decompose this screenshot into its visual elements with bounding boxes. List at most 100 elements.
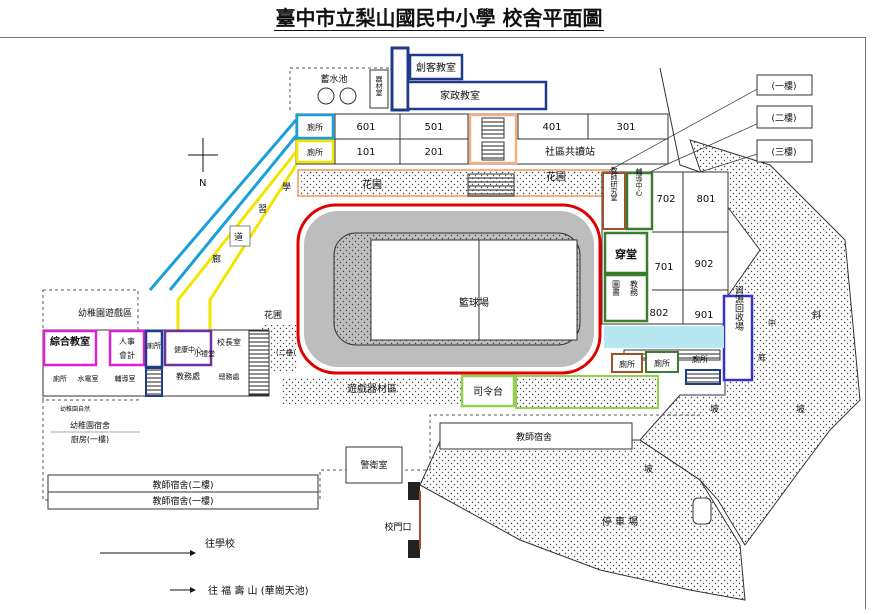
east-toilet-2 <box>645 351 679 373</box>
library-academic <box>603 273 649 323</box>
legend-second-floor-label: (二樓) <box>771 112 796 124</box>
room-401: 401 <box>542 122 561 133</box>
auditorium-label: 穿堂 <box>615 247 637 261</box>
legend-second-floor <box>756 105 813 129</box>
room-201: 201 <box>424 147 443 158</box>
cyan-corridor-inner <box>168 135 298 291</box>
room-802: 802 <box>649 308 668 319</box>
multi-classroom <box>42 329 98 367</box>
academic-affairs-label: 教務 <box>630 279 639 297</box>
health-center-label: 健康中心 <box>174 345 202 354</box>
counseling-room: 輔導室 <box>115 374 136 383</box>
recycle-station <box>722 294 754 382</box>
west-toilet-label: 廁所 <box>147 341 161 350</box>
north-stairs-upper <box>481 117 505 139</box>
guard-room <box>345 446 403 484</box>
trail-char-1: 學 <box>282 181 291 193</box>
frame-top-border <box>0 37 866 38</box>
teacher-dorm-2f-label: 教師宿舍(二樓) <box>152 479 213 491</box>
school-gate-label: 校門口 <box>384 521 411 533</box>
north-corridor-block <box>390 46 410 112</box>
east-stairs <box>685 369 721 385</box>
guidance-center <box>625 171 654 231</box>
library-label: 圖書 <box>612 280 621 297</box>
west-stairs <box>145 367 163 397</box>
frame-right-border <box>865 37 866 609</box>
accounting-label: 會計 <box>119 350 135 360</box>
small-hall-label: 小禮堂 <box>194 349 215 358</box>
slope-huan: 庭 <box>758 352 766 362</box>
parking-label: 停 車 場 <box>602 515 638 528</box>
garden-label-2: 花圃 <box>546 170 566 183</box>
toilet-north-upper <box>295 113 335 140</box>
admin-stairs <box>248 330 270 396</box>
toilet-north-lower <box>295 139 335 164</box>
home-ec-room <box>406 80 548 111</box>
storage-room-label: 器材室 <box>375 76 383 97</box>
guard-room-label: 警衛室 <box>360 459 387 471</box>
garden-stairs <box>467 173 515 197</box>
reservoir-tank-2 <box>339 87 357 105</box>
legend-third-floor <box>756 139 813 163</box>
second-floor-note: (二樓) <box>276 348 296 357</box>
east-toilet-1-label: 廁所 <box>619 359 635 369</box>
room-501: 501 <box>424 122 443 133</box>
pottery-room-label: 創客教室 <box>416 61 456 74</box>
to-fushoushan-label: 往 福 壽 山 (華崗天池) <box>208 584 309 597</box>
personnel-office <box>108 329 146 367</box>
hill-slope-label: 坡 <box>710 403 719 415</box>
yellow-corridor-outer <box>176 151 298 330</box>
garden-label-west: 花圃 <box>264 309 282 321</box>
west-toilet-2: 廁所 <box>53 374 67 383</box>
room-601: 601 <box>356 122 375 133</box>
room-101: 101 <box>356 147 375 158</box>
teacher-dorm-label: 教師宿舍 <box>516 431 552 443</box>
room-301: 301 <box>616 122 635 133</box>
health-center <box>163 329 213 367</box>
hill-slope-label-2: 坡 <box>644 463 653 475</box>
cyan-corridor-outer <box>148 119 298 291</box>
multi-classroom-label: 綜合教室 <box>50 335 90 348</box>
teacher-dorm-building <box>439 422 633 450</box>
site-boundary-south <box>42 400 700 501</box>
page-title: 臺中市立梨山國民中小學 校舍平面圖 <box>273 6 605 31</box>
teacher-dorm-1f <box>47 491 319 510</box>
gate-pillar-north <box>408 482 420 500</box>
legend-third-floor-label: (三樓) <box>771 146 796 158</box>
kindergarten-note: 幼稚園自然 <box>60 405 90 413</box>
north-stairs-lower <box>481 141 505 161</box>
podium <box>460 374 516 408</box>
east-toilet-2-label: 廁所 <box>654 358 670 368</box>
personnel-label: 人事 <box>119 336 135 346</box>
room-702: 702 <box>656 194 675 205</box>
basketball-court-label: 籃球場 <box>459 296 489 309</box>
legend-first-floor-label: (一樓) <box>771 80 796 92</box>
playground-equipment <box>282 378 462 404</box>
trail-signpost <box>229 225 251 247</box>
parking-kiosk <box>692 497 712 525</box>
teacher-prep-room <box>602 172 626 230</box>
trail-char-3: 道 <box>234 231 243 243</box>
north-label: N <box>199 178 206 189</box>
legend-first-floor <box>756 74 813 96</box>
kindergarten-dorm: 幼稚園宿舍 <box>70 420 110 430</box>
east-corridor <box>604 326 724 348</box>
reservoir-tank-1 <box>317 87 335 105</box>
water-room: 水電室 <box>78 374 99 383</box>
room-902: 902 <box>694 259 713 270</box>
garden-label-1: 花圃 <box>362 178 382 191</box>
recycle-station-label: 資源回收場 <box>733 284 744 331</box>
legend-leader-1 <box>609 81 771 171</box>
podium-label: 司令台 <box>473 385 503 398</box>
trail-char-2: 習 <box>258 204 267 215</box>
pottery-room <box>408 53 464 81</box>
gate-pillar-south <box>408 540 420 558</box>
east-toilet-1 <box>611 353 643 373</box>
kitchen-first-floor: 廚房(一樓) <box>71 434 109 444</box>
teacher-prep-label: 教師研究室 <box>610 166 618 202</box>
east-slope-label-2: 坡 <box>796 403 805 415</box>
community-station: 社區共讀站 <box>545 145 595 158</box>
yellow-corridor-inner <box>208 164 298 330</box>
kindergarten-yard-label: 幼稚園遊戲區 <box>78 307 132 319</box>
